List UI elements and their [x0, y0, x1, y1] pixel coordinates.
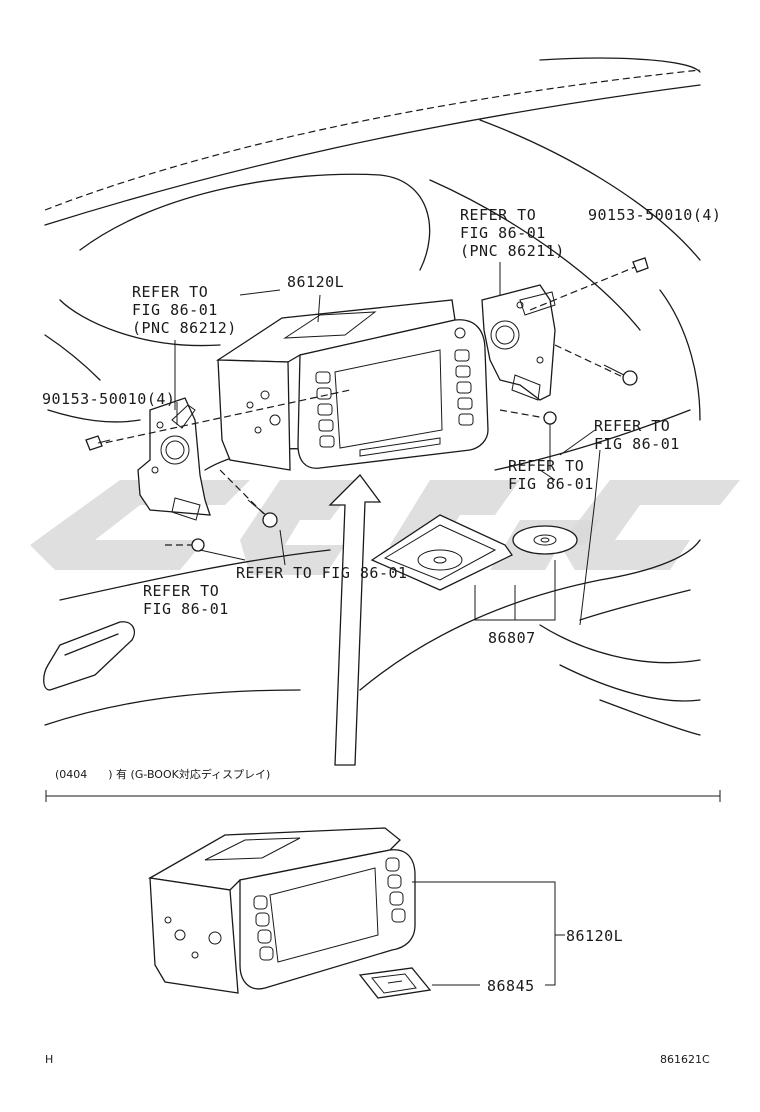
refer-bottom-left-line1: REFER TO: [143, 582, 219, 600]
bolt-right-part-number: 90153-50010(4): [588, 206, 721, 224]
bottom-labels: 86120L 86845: [487, 927, 623, 995]
figure-id: 861621C: [660, 1053, 710, 1066]
screw-center-left: [219, 469, 278, 528]
corner-mark: H: [45, 1053, 53, 1066]
left-bracket: [137, 397, 211, 521]
refer-right-line1: REFER TO: [460, 206, 536, 224]
refer-mid-right-line1: REFER TO: [594, 417, 670, 435]
bottom-display-unit: [148, 827, 416, 994]
dashboard-outline: [43, 57, 701, 736]
leader-lines: [174, 262, 601, 626]
part-number-card: 86845: [487, 977, 535, 995]
refer-right-line2: FIG 86-01: [460, 224, 546, 242]
bottom-leader-lines: [412, 881, 565, 986]
screw-right-mid: [554, 344, 638, 386]
refer-right-line3: (PNC 86211): [460, 242, 565, 260]
refer-bottom-center: REFER TO FIG 86-01: [236, 564, 408, 582]
footer: H 861621C: [45, 1053, 710, 1066]
screw-lower-left: [165, 538, 205, 552]
refer-center-line1: REFER TO: [508, 457, 584, 475]
refer-left-line3: (PNC 86212): [132, 319, 237, 337]
bolt-left-part-number: 90153-50010(4): [42, 390, 175, 408]
screw-center-right: [499, 409, 557, 470]
variant-note: (0404 ) 有 (G-BOOK対応ディスプレイ): [55, 767, 270, 781]
insert-arrow: [328, 474, 382, 766]
sd-card: [358, 967, 432, 999]
navigation-disc-set: [370, 514, 578, 591]
top-labels: 86120L REFER TO FIG 86-01 (PNC 86212) RE…: [42, 206, 721, 647]
refer-left-line1: REFER TO: [132, 283, 208, 301]
part-number-bottom-display: 86120L: [566, 927, 623, 945]
refer-mid-right-line2: FIG 86-01: [594, 435, 680, 453]
refer-center-line2: FIG 86-01: [508, 475, 594, 493]
part-number-disc: 86807: [488, 629, 536, 647]
refer-bottom-left-line2: FIG 86-01: [143, 600, 229, 618]
bolt-right-top: [529, 257, 649, 311]
right-bracket: [481, 284, 556, 401]
navigation-display-unit: [215, 299, 489, 471]
variant-section-header: (0404 ) 有 (G-BOOK対応ディスプレイ): [45, 767, 721, 802]
refer-left-line2: FIG 86-01: [132, 301, 218, 319]
bolt-left-top: [85, 389, 351, 451]
part-number-display: 86120L: [287, 273, 344, 291]
